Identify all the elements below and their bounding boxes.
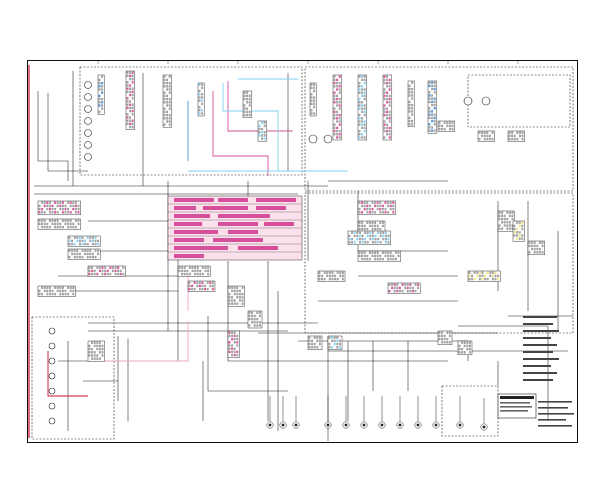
legend-lines: [523, 316, 574, 427]
relay-symbol-icon: [323, 134, 333, 144]
middle-right-enclosure: [304, 192, 574, 334]
connector-block-icon: [327, 335, 343, 351]
component-symbols: [48, 81, 491, 425]
connector-block-icon: [177, 265, 211, 277]
connector-blocks: [37, 70, 545, 362]
sensor-symbol-icon: [48, 372, 56, 380]
legend-box: [497, 393, 537, 419]
connector-block-icon: [467, 270, 501, 282]
connector-block-icon: [457, 340, 473, 356]
ground-symbol-icon: [324, 396, 332, 429]
schematic-drawing: [28, 61, 574, 441]
connector-block-icon: [37, 218, 81, 230]
connector-block-icon: [437, 330, 453, 346]
connector-block-icon: [309, 82, 317, 117]
top-left-enclosure: [79, 66, 303, 176]
connector-block-icon: [67, 235, 101, 247]
bottom-actuators: [266, 396, 488, 431]
relay-symbol-icon: [481, 96, 491, 106]
connector-block-icon: [37, 200, 81, 216]
connector-block-icon: [332, 74, 343, 141]
subsystem-enclosures: [31, 66, 574, 440]
connector-block-icon: [247, 310, 263, 329]
ground-symbol-icon: [266, 396, 274, 429]
bottom-right-enclosure: [441, 385, 499, 437]
connector-block-icon: [427, 80, 438, 134]
ground-symbol-icon: [360, 396, 368, 429]
connector-block-icon: [227, 285, 245, 307]
sensor-symbol-icon: [84, 105, 92, 113]
frame-ticks: [97, 61, 519, 64]
connector-block-icon: [387, 282, 421, 294]
ground-symbol-icon: [414, 396, 422, 429]
sensor-symbol-icon: [48, 327, 56, 335]
top-right-enclosure: [304, 66, 574, 192]
signal-table: [167, 195, 303, 261]
trunk-wiring: [34, 71, 573, 441]
sensor-symbol-icon: [48, 342, 56, 350]
sensor-symbol-icon: [48, 357, 56, 365]
connector-block-icon: [357, 200, 396, 216]
connector-block-icon: [437, 120, 455, 132]
relay-symbol-icon: [463, 96, 473, 106]
connector-block-icon: [187, 280, 216, 292]
sensor-symbol-icon: [84, 81, 92, 89]
ground-symbol-icon: [432, 396, 440, 429]
connector-block-icon: [125, 70, 136, 130]
connector-block-icon: [307, 335, 323, 351]
schematic-sheet: [27, 60, 578, 443]
connector-block-icon: [67, 248, 101, 260]
connector-block-icon: [87, 265, 126, 277]
connector-block-icon: [227, 330, 240, 358]
connector-block-icon: [497, 210, 515, 232]
sensor-symbol-icon: [84, 117, 92, 125]
sensor-symbol-icon: [48, 387, 56, 395]
sensor-symbol-icon: [84, 129, 92, 137]
ground-symbol-icon: [480, 398, 488, 431]
connector-block-icon: [477, 130, 495, 142]
sensor-symbol-icon: [84, 141, 92, 149]
connector-block-icon: [382, 74, 393, 141]
connector-block-icon: [357, 220, 386, 232]
connector-block-icon: [357, 74, 368, 141]
connector-block-icon: [527, 240, 545, 256]
connector-block-icon: [357, 250, 401, 262]
connector-block-icon: [242, 90, 253, 118]
connector-block-icon: [197, 82, 205, 117]
sensor-symbol-icon: [84, 153, 92, 161]
connector-block-icon: [37, 285, 76, 297]
connector-block-icon: [407, 80, 415, 128]
ground-symbol-icon: [396, 396, 404, 429]
sensor-symbol-icon: [84, 93, 92, 101]
ground-symbol-icon: [292, 396, 300, 429]
connector-block-icon: [512, 220, 525, 242]
connector-block-icon: [97, 74, 105, 115]
relay-symbol-icon: [308, 134, 318, 144]
sensor-symbol-icon: [48, 402, 56, 410]
ground-symbol-icon: [456, 396, 464, 429]
sensor-symbol-icon: [48, 417, 56, 425]
ground-symbol-icon: [342, 396, 350, 429]
ground-symbol-icon: [378, 396, 386, 429]
connector-block-icon: [507, 130, 525, 142]
connector-block-icon: [162, 74, 173, 128]
connector-block-icon: [317, 270, 346, 282]
bottom-left-enclosure: [31, 316, 115, 440]
connector-block-icon: [257, 120, 268, 142]
connector-block-icon: [87, 340, 105, 362]
ground-symbol-icon: [279, 396, 287, 429]
connector-block-icon: [347, 230, 391, 246]
